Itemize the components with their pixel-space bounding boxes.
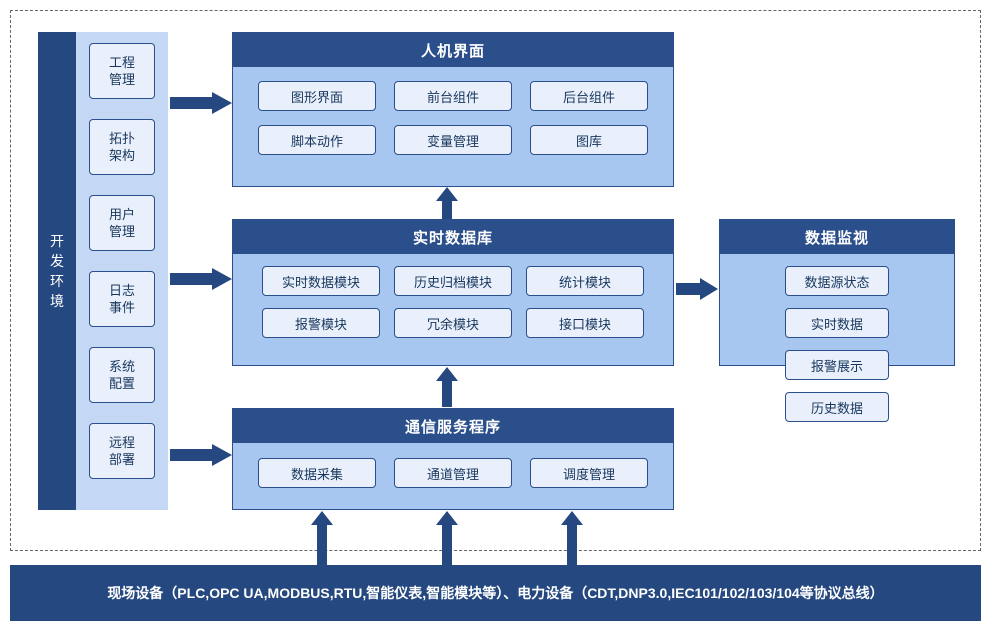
chip-data-acquisition[interactable]: 数据采集 xyxy=(258,458,376,488)
dev-item-remote-deploy[interactable]: 远程部署 xyxy=(89,423,155,479)
panel-hmi: 人机界面 图形界面 前台组件 后台组件 脚本动作 变量管理 图库 xyxy=(232,32,674,187)
system-boundary-frame xyxy=(10,10,981,551)
chip-script-action[interactable]: 脚本动作 xyxy=(258,125,376,155)
arrow-dev-to-hmi xyxy=(170,92,234,116)
chip-graphics-library[interactable]: 图库 xyxy=(530,125,648,155)
dev-environment-items: 工程管理 拓扑架构 用户管理 日志事件 系统配置 远程部署 xyxy=(76,32,168,510)
arrow-comm-service-to-realtime-database xyxy=(436,367,460,408)
dev-environment-bar: 开发环境 xyxy=(38,32,76,510)
arrow-field-devices-to-data-acquisition xyxy=(311,511,335,566)
panel-hmi-title: 人机界面 xyxy=(233,33,673,67)
panel-data-monitor-body: 数据源状态 实时数据 报警展示 历史数据 xyxy=(720,254,954,434)
chip-dispatch-management[interactable]: 调度管理 xyxy=(530,458,648,488)
chip-redundancy-module[interactable]: 冗余模块 xyxy=(394,308,512,338)
chip-variable-management[interactable]: 变量管理 xyxy=(394,125,512,155)
arrow-dev-to-comm-service xyxy=(170,444,234,468)
chip-graphic-interface[interactable]: 图形界面 xyxy=(258,81,376,111)
arrow-realtime-database-to-hmi xyxy=(436,187,460,220)
dev-item-topology-architecture[interactable]: 拓扑架构 xyxy=(89,119,155,175)
chip-alarm-display[interactable]: 报警展示 xyxy=(785,350,889,380)
panel-data-monitor: 数据监视 数据源状态 实时数据 报警展示 历史数据 xyxy=(719,219,955,422)
arrow-realtime-database-to-data-monitor xyxy=(676,278,720,302)
dev-item-engineering-management[interactable]: 工程管理 xyxy=(89,43,155,99)
dev-environment-label: 开发环境 xyxy=(50,233,64,309)
panel-realtime-database-title: 实时数据库 xyxy=(233,220,673,254)
panel-realtime-database: 实时数据库 实时数据模块 历史归档模块 统计模块 报警模块 冗余模块 接口模块 xyxy=(232,219,674,366)
chip-realtime-data-module[interactable]: 实时数据模块 xyxy=(262,266,380,296)
chip-realtime-data[interactable]: 实时数据 xyxy=(785,308,889,338)
arrow-field-devices-to-dispatch-management xyxy=(561,511,585,566)
chip-frontend-component[interactable]: 前台组件 xyxy=(394,81,512,111)
dev-item-log-events[interactable]: 日志事件 xyxy=(89,271,155,327)
arrow-field-devices-to-channel-management xyxy=(436,511,460,566)
panel-realtime-database-body: 实时数据模块 历史归档模块 统计模块 报警模块 冗余模块 接口模块 xyxy=(233,254,673,350)
chip-history-data[interactable]: 历史数据 xyxy=(785,392,889,422)
field-devices-bar: 现场设备（PLC,OPC UA,MODBUS,RTU,智能仪表,智能模块等）、电… xyxy=(10,565,981,621)
chip-channel-management[interactable]: 通道管理 xyxy=(394,458,512,488)
chip-history-archive-module[interactable]: 历史归档模块 xyxy=(394,266,512,296)
dev-item-user-management[interactable]: 用户管理 xyxy=(89,195,155,251)
panel-hmi-body: 图形界面 前台组件 后台组件 脚本动作 变量管理 图库 xyxy=(233,67,673,167)
chip-statistics-module[interactable]: 统计模块 xyxy=(526,266,644,296)
panel-comm-service-body: 数据采集 通道管理 调度管理 xyxy=(233,443,673,500)
dev-item-system-config[interactable]: 系统配置 xyxy=(89,347,155,403)
panel-data-monitor-title: 数据监视 xyxy=(720,220,954,254)
arrow-dev-to-realtime-database xyxy=(170,268,234,292)
chip-alarm-module[interactable]: 报警模块 xyxy=(262,308,380,338)
chip-interface-module[interactable]: 接口模块 xyxy=(526,308,644,338)
chip-datasource-status[interactable]: 数据源状态 xyxy=(785,266,889,296)
chip-backend-component[interactable]: 后台组件 xyxy=(530,81,648,111)
panel-comm-service-title: 通信服务程序 xyxy=(233,409,673,443)
panel-comm-service: 通信服务程序 数据采集 通道管理 调度管理 xyxy=(232,408,674,510)
